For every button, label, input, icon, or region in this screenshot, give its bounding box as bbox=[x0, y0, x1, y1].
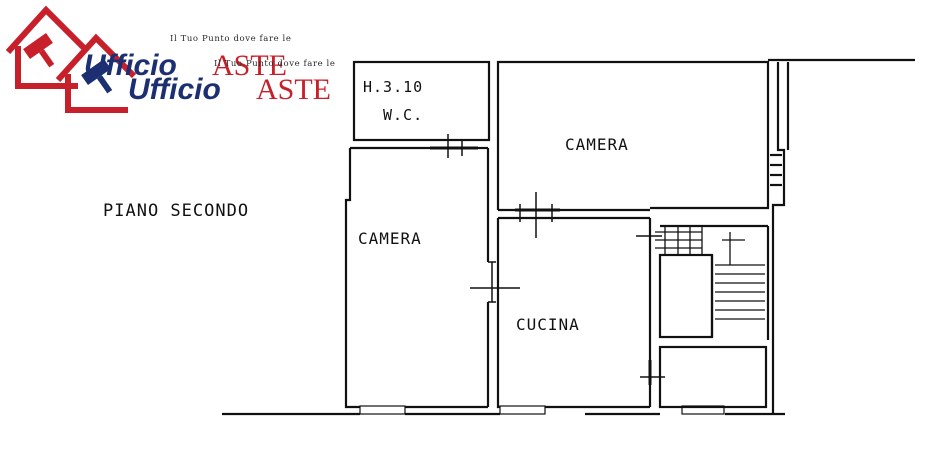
brand-suffix: ASTE bbox=[256, 73, 331, 106]
door-opening bbox=[499, 405, 546, 415]
door-opening bbox=[681, 405, 725, 415]
floor-label: PIANO SECONDO bbox=[103, 201, 249, 221]
camera-left-label: CAMERA bbox=[358, 229, 422, 248]
brand-tagline: Il Tuo Punto dove fare le bbox=[214, 59, 336, 69]
door-opening bbox=[359, 405, 406, 415]
wc-height-label: H.3.10 bbox=[363, 78, 423, 96]
brand-suffix: ASTE bbox=[212, 49, 287, 82]
gavel-icon bbox=[81, 59, 113, 94]
cucina-label: CUCINA bbox=[516, 315, 580, 334]
walls bbox=[222, 58, 915, 416]
camera-top-label: CAMERA bbox=[565, 135, 629, 154]
brand-tagline: Il Tuo Punto dove fare le bbox=[170, 34, 292, 44]
brand-word: Ufficio bbox=[84, 49, 177, 82]
cucina-room bbox=[496, 218, 500, 409]
outer-right-wall bbox=[771, 62, 786, 414]
small-room bbox=[658, 345, 768, 409]
stair-well bbox=[658, 253, 714, 339]
brand-logo: Il Tuo Punto dove fare le Ufficio ASTE I… bbox=[5, 5, 336, 113]
opening-marks bbox=[430, 134, 665, 385]
camera-top-room bbox=[496, 60, 770, 210]
house-icon bbox=[55, 33, 137, 113]
wc-room bbox=[352, 60, 491, 142]
wc-label: W.C. bbox=[383, 106, 423, 124]
house-icon bbox=[5, 5, 87, 89]
camera-left-room bbox=[344, 148, 360, 409]
gavel-icon bbox=[23, 33, 55, 68]
brand-word: Ufficio bbox=[128, 73, 221, 106]
stair-treads bbox=[655, 226, 765, 320]
